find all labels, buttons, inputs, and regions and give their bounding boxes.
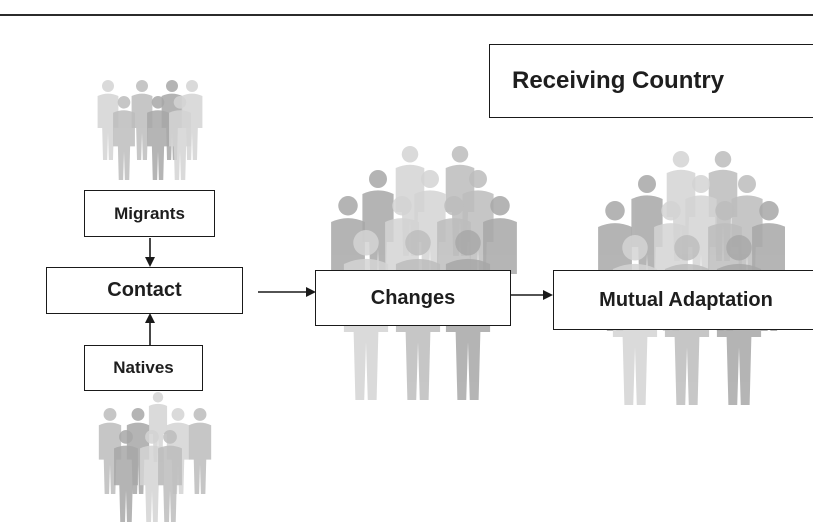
top-divider-line (0, 14, 813, 16)
natives-box: Natives (84, 345, 203, 391)
contact-box: Contact (46, 267, 243, 314)
receiving-country-title: Receiving Country (489, 44, 813, 118)
mutual-adaptation-box: Mutual Adaptation (553, 270, 813, 330)
changes-box: Changes (315, 270, 511, 326)
migrants-crowd-icon (97, 80, 203, 180)
migrants-box: Migrants (84, 190, 215, 237)
natives-crowd-icon (98, 392, 212, 522)
